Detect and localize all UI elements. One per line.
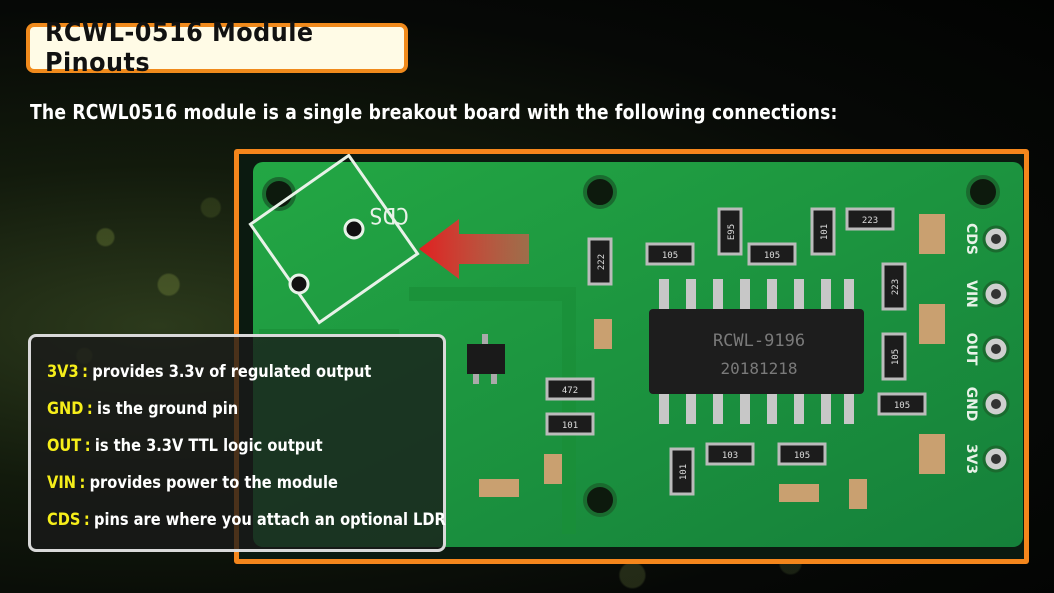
component-code: 103 xyxy=(722,451,738,461)
mount-hole xyxy=(583,175,617,209)
pin-label-cds: CDS xyxy=(963,223,979,255)
component-code: 101 xyxy=(562,421,578,431)
pin-name: 3V3 xyxy=(47,361,79,382)
pin-description: pins are where you attach an optional LD… xyxy=(94,509,446,530)
component-code: 101 xyxy=(679,464,689,480)
pin-name: GND xyxy=(47,398,84,419)
cds-pad xyxy=(343,218,365,240)
smd-components: 222 E95 101 223 105 105 105 223 472 101 … xyxy=(479,207,945,509)
pin-description: is the ground pin xyxy=(96,398,239,419)
pin-label-vin: VIN xyxy=(963,280,979,308)
chip-date: 20181218 xyxy=(720,359,797,378)
page-title: RCWL-0516 Module Pinouts xyxy=(44,18,314,78)
pin-name: VIN xyxy=(47,472,76,493)
component-code: 472 xyxy=(562,386,578,396)
component-code: 105 xyxy=(764,251,780,261)
component-code: E95 xyxy=(727,224,737,240)
header-pins xyxy=(982,225,1010,473)
pin-row-cds: CDS:pins are where you attach an optiona… xyxy=(47,509,446,530)
pin-row-gnd: GND:is the ground pin xyxy=(47,398,239,419)
pin-description: is the 3.3V TTL logic output xyxy=(94,435,323,456)
main-chip xyxy=(649,309,864,394)
pin-label-out: OUT xyxy=(963,333,979,366)
component-code: 101 xyxy=(820,224,830,240)
pin-description: provides power to the module xyxy=(89,472,338,493)
cds-footprint xyxy=(248,154,420,325)
pin-name: CDS xyxy=(47,509,81,530)
component-code: 223 xyxy=(891,279,901,295)
chip-label: RCWL-9196 xyxy=(713,331,805,351)
header-pin-labels: CDS VIN OUT GND 3V3 xyxy=(963,223,979,474)
red-left-arrow-icon xyxy=(419,219,529,279)
pin-row-vin: VIN:provides power to the module xyxy=(47,472,338,493)
component-code: 105 xyxy=(662,251,678,261)
mount-hole xyxy=(966,175,1000,209)
subtitle-text: The RCWL0516 module is a single breakout… xyxy=(30,100,838,124)
pin-name: OUT xyxy=(47,435,82,456)
transistor xyxy=(467,344,505,374)
pin-label-gnd: GND xyxy=(963,387,979,422)
component-code: 222 xyxy=(597,254,607,270)
pin-label-3v3: 3V3 xyxy=(963,444,979,474)
pin-description: provides 3.3v of regulated output xyxy=(92,361,372,382)
pin-row-out: OUT:is the 3.3V TTL logic output xyxy=(47,435,323,456)
title-banner: RCWL-0516 Module Pinouts xyxy=(26,18,408,78)
cds-pad xyxy=(288,273,310,295)
silk-cds-label: CDS xyxy=(369,202,409,227)
component-code: 105 xyxy=(894,401,910,411)
chip-pins xyxy=(659,279,854,424)
pin-description-panel: 3V3:provides 3.3v of regulated output GN… xyxy=(28,334,446,552)
component-code: 223 xyxy=(862,216,878,226)
component-code: 105 xyxy=(794,451,810,461)
mount-hole xyxy=(583,483,617,517)
pin-row-3v3: 3V3:provides 3.3v of regulated output xyxy=(47,361,372,382)
component-code: 105 xyxy=(891,349,901,365)
